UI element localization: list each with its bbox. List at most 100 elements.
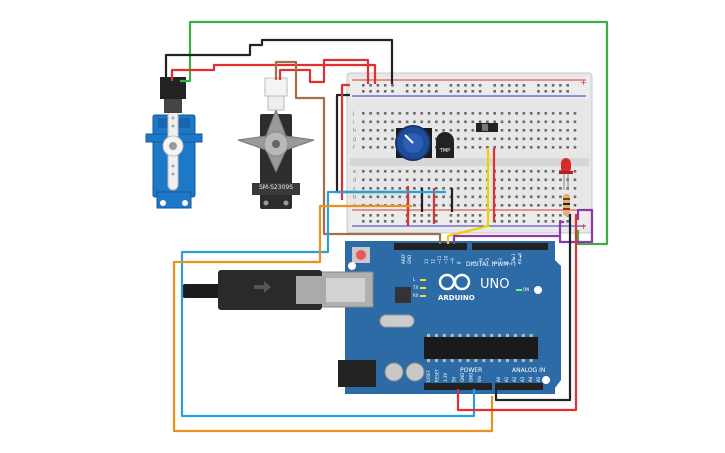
breadboard-hole [559,84,562,87]
pin-label: 8 [457,261,462,264]
breadboard-hole [500,112,504,115]
breadboard-hole [486,112,489,115]
breadboard-hole [413,84,416,87]
pin-label: A5 [536,376,541,382]
chip-pin [521,359,525,362]
breadboard-hole [435,187,438,190]
pin-label: RX◄0 [518,252,523,264]
pin-label: ~3 [498,258,503,264]
chip-pin [529,359,533,362]
breadboard-hole [500,214,504,217]
breadboard-hole [478,220,482,223]
breadboard-hole [376,214,380,217]
breadboard-hole [566,112,569,115]
breadboard-hole [413,220,416,223]
breadboard-hole [471,178,475,182]
breadboard-hole [435,90,438,93]
chip-pin [450,359,454,362]
breadboard-hole [508,178,511,182]
breadboard-hole [573,195,577,199]
chip-pin [427,359,430,362]
breadboard-hole [551,112,555,115]
breadboard-hole [559,120,562,124]
breadboard-hole [573,170,577,173]
breadboard-hole [427,112,431,115]
breadboard-hole [537,90,540,93]
arduino-brand: ARDUINO [438,294,475,302]
breadboard-hole [573,129,577,132]
breadboard-hole [413,112,416,115]
breadboard-hole [362,195,365,199]
breadboard-hole [391,187,394,190]
breadboard-hole [508,146,511,149]
chip-pin [474,334,478,337]
breadboard-hole [529,129,533,132]
breadboard-hole [442,120,445,124]
breadboard-hole [537,170,540,173]
breadboard-hole [508,187,511,190]
breadboard-hole [405,90,409,93]
breadboard-hole [544,170,548,173]
chip-pin [474,359,478,362]
breadboard-hole [383,170,387,173]
breadboard-hole [500,204,504,207]
breadboard-hole [405,178,409,182]
breadboard-hole [383,129,387,132]
breadboard-hole [435,178,438,182]
breadboard-hole [500,220,504,223]
breadboard-hole [573,204,577,207]
breadboard-hole [522,187,526,190]
digital-header-label: DIGITAL (PWM~) [466,261,516,268]
breadboard-hole [486,146,489,149]
breadboard-hole [478,195,482,199]
breadboard-hole [537,112,540,115]
breadboard-hole [435,84,438,87]
breadboard-hole [559,129,562,132]
breadboard-hole [537,84,540,87]
breadboard-hole [369,187,372,190]
breadboard-hole [508,112,511,115]
breadboard-hole [551,120,555,124]
breadboard-hole [522,120,526,124]
breadboard-hole [500,195,504,199]
breadboard-hole [515,204,518,207]
row-letter: c [353,186,356,192]
chip-pin [506,359,509,362]
breadboard-hole [537,204,540,207]
servo-small [145,77,203,209]
chip-pin [458,359,462,362]
chip-pin [521,334,525,337]
breadboard-hole [559,178,562,182]
wire-blue [180,190,476,418]
wires [164,20,609,433]
breadboard-hole [522,146,526,149]
breadboard-hole [427,120,431,124]
breadboard-hole [383,178,387,182]
pin-label: GND [407,255,412,264]
breadboard-hole [391,214,394,217]
analog-header-label: ANALOG IN [512,367,545,374]
breadboard-hole [573,146,577,149]
breadboard-hole [478,146,482,149]
breadboard-hole [369,220,372,223]
breadboard-hole [566,120,569,124]
row-letter: h [353,128,356,134]
wire-black-arduino [494,214,572,402]
breadboard-hole [405,170,409,173]
breadboard-hole [551,170,555,173]
breadboard-hole [537,214,540,217]
breadboard-hole [362,146,365,149]
breadboard-hole [522,178,526,182]
breadboard-hole [515,112,518,115]
breadboard-hole [493,137,496,141]
breadboard-hole [551,129,555,132]
breadboard-hole [551,187,555,190]
breadboard-hole [456,187,460,190]
breadboard-hole [471,214,475,217]
pin-label: A3 [520,376,525,382]
pin-label: Vin [477,375,482,382]
breadboard-hole [362,178,365,182]
breadboard-hole [420,178,423,182]
breadboard-hole [573,178,577,182]
